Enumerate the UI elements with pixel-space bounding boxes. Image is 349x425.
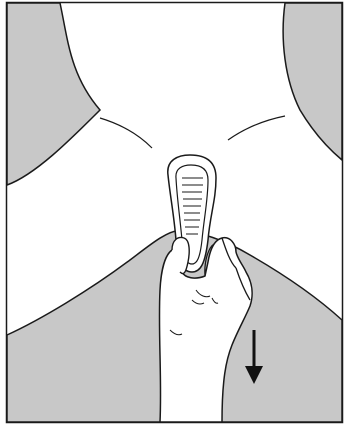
illustration-frame [0,0,349,425]
instructional-illustration [0,0,349,425]
